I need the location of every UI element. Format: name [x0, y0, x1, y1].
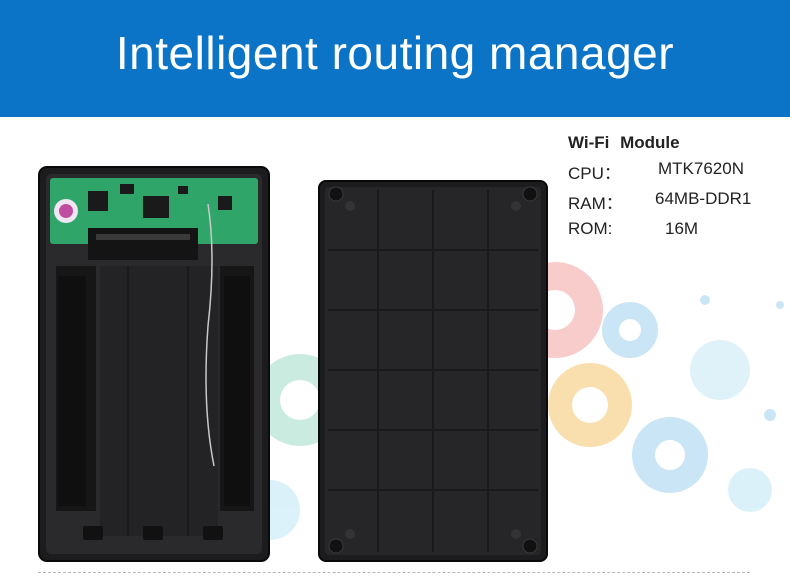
open-enclosure-image: [38, 166, 270, 562]
enclosure-lid-image: [318, 180, 548, 562]
spec-label: ROM:: [568, 219, 613, 238]
header-banner: Intelligent routing manager: [0, 0, 790, 117]
spec-row-cpu: CPU： MTK7620N: [568, 159, 788, 185]
page-title: Intelligent routing manager: [115, 27, 675, 79]
specs-heading: Wi-Fi Module: [568, 133, 680, 152]
spec-label: CPU：: [568, 164, 621, 183]
spec-value: MTK7620N: [658, 159, 744, 178]
spec-value: 16M: [665, 219, 699, 238]
spec-row-ram: RAM： 64MB-DDR1: [568, 189, 788, 215]
spec-row-rom: ROM: 16M: [568, 219, 788, 245]
spec-value: 64MB-DDR1: [655, 189, 752, 208]
pcb-board: [50, 178, 258, 260]
footer-divider: [38, 572, 750, 573]
wifi-module-specs: Wi-Fi Module CPU： MTK7620N RAM： 64MB-DDR…: [568, 133, 788, 245]
spec-label: RAM：: [568, 194, 623, 213]
